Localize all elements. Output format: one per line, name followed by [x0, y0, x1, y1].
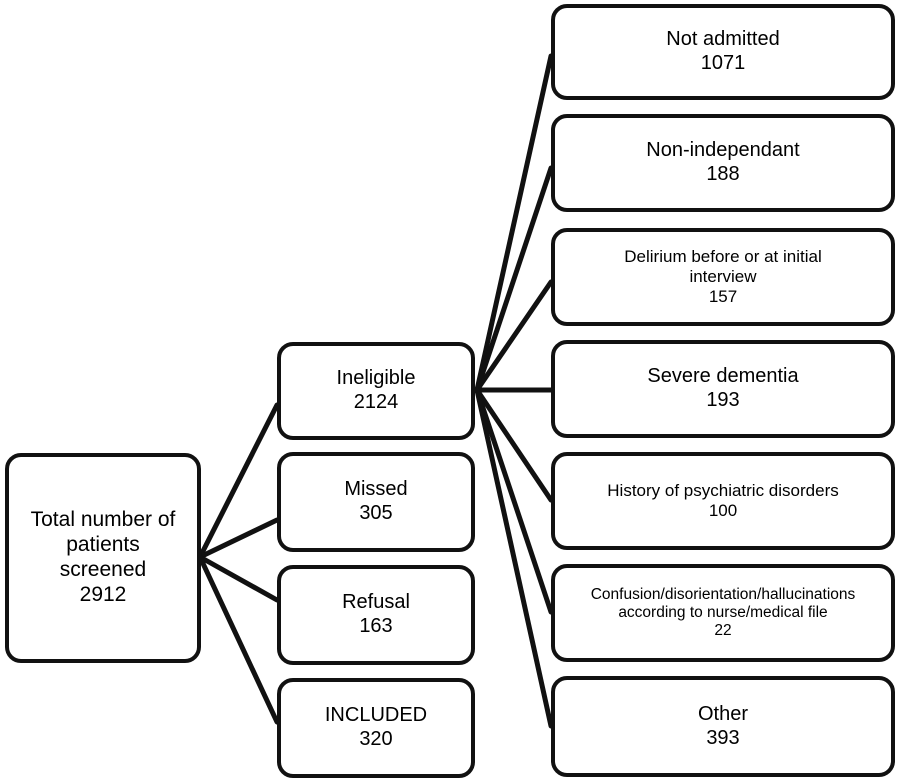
node-severe-dementia-count: 193: [706, 389, 740, 411]
node-severe-dementia-label-1: Severe dementia: [647, 365, 799, 388]
node-not-admitted-count: 1071: [700, 52, 746, 74]
node-delirium-count: 157: [708, 287, 738, 307]
node-not-admitted-label-1: Not admitted: [666, 28, 780, 51]
node-confusion-count: 22: [714, 622, 732, 640]
connector-ineligible-to-psychiatric-history: [474, 387, 554, 503]
node-other-count: 393: [706, 726, 740, 749]
connector-ineligible-to-confusion: [474, 387, 554, 615]
node-delirium-label-2: interview: [689, 266, 757, 286]
connector-root-to-included: [197, 554, 280, 725]
node-total-screened-count: 2912: [79, 582, 127, 606]
connector-root-to-ineligible: [197, 402, 280, 560]
node-psychiatric-history-count: 100: [708, 501, 738, 520]
node-total-screened-label-3: screened: [59, 558, 147, 581]
node-non-independant-label-1: Non-independant: [646, 139, 800, 162]
node-total-screened-label-2: patients: [66, 533, 140, 557]
node-confusion-label-1: Confusion/disorientation/hallucinations: [590, 585, 856, 603]
connector-root-to-refusal: [197, 554, 280, 603]
node-missed-label-1: Missed: [344, 478, 408, 501]
connector-ineligible-to-delirium: [474, 279, 554, 393]
connector-ineligible-to-non-independant: [474, 165, 554, 393]
node-included-count: 320: [359, 728, 393, 750]
node-ineligible-count: 2124: [353, 391, 399, 413]
node-non-independant-count: 188: [706, 163, 740, 185]
node-other-label-1: Other: [697, 702, 749, 725]
node-ineligible-label-1: Ineligible: [336, 367, 416, 390]
connector-ineligible-to-other: [474, 387, 554, 729]
node-psychiatric-history-label-1: History of psychiatric disorders: [607, 480, 839, 500]
connector-root-to-missed: [197, 517, 280, 560]
node-missed-count: 305: [359, 502, 393, 524]
node-total-screened-label-1: Total number of: [30, 508, 176, 532]
node-refusal-count: 163: [359, 615, 393, 637]
node-refusal-label-1: Refusal: [342, 591, 410, 614]
node-confusion-label-2: according to nurse/medical file: [618, 603, 828, 621]
node-included-label-1: INCLUDED: [324, 704, 428, 727]
connector-ineligible-to-not-admitted: [474, 53, 554, 393]
node-delirium-label-1: Delirium before or at initial: [624, 246, 822, 266]
